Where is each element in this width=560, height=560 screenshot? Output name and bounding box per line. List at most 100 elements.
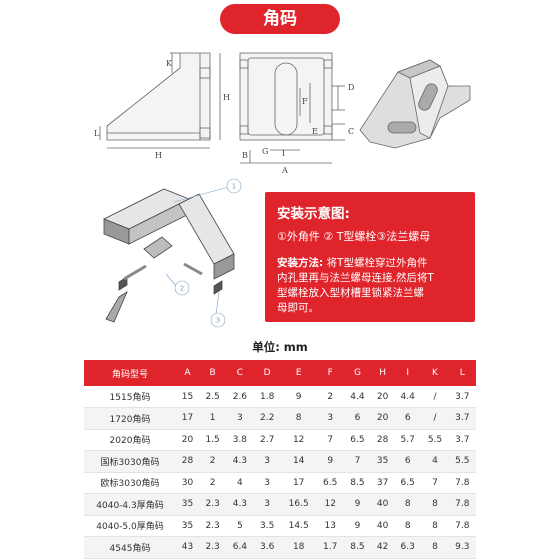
value-cell: 8 <box>421 536 449 559</box>
value-cell: 8 <box>280 407 317 430</box>
value-cell: 2.2 <box>253 407 281 430</box>
value-cell: 35 <box>176 515 199 537</box>
dim-h-bottom: H <box>155 151 162 160</box>
value-cell: 2.3 <box>198 493 227 516</box>
installation-method-line: 型螺栓放入型材槽里锁紧法兰螺 <box>277 287 424 299</box>
value-cell: 8 <box>421 493 449 516</box>
value-cell: 28 <box>176 450 199 473</box>
value-cell: 17 <box>176 407 199 430</box>
unit-label: 单位: mm <box>252 340 308 354</box>
value-cell: 15 <box>176 386 199 408</box>
col-header: B <box>198 360 227 386</box>
value-cell: 6.5 <box>394 472 422 494</box>
value-cell: 3.7 <box>448 386 476 408</box>
value-cell: 2.3 <box>198 515 227 537</box>
value-cell: 7.8 <box>448 472 476 494</box>
value-cell: 14.5 <box>280 515 317 537</box>
col-header: 角码型号 <box>84 360 176 386</box>
col-header: G <box>343 360 372 386</box>
value-cell: 14 <box>280 450 317 473</box>
value-cell: 8 <box>421 515 449 537</box>
value-cell: 9 <box>343 493 372 516</box>
installation-title: 安装示意图: <box>277 206 350 222</box>
value-cell: 4 <box>226 472 254 494</box>
value-cell: 37 <box>371 472 395 494</box>
value-cell: 40 <box>371 493 395 516</box>
value-cell: 5.7 <box>394 429 422 451</box>
value-cell: 3.8 <box>226 429 254 451</box>
col-header: A <box>176 360 199 386</box>
model-cell: 4040-4.3厚角码 <box>84 493 176 516</box>
value-cell: 20 <box>176 429 199 451</box>
value-cell: 3 <box>226 407 254 430</box>
value-cell: 3 <box>253 450 281 473</box>
value-cell: 6 <box>394 450 422 473</box>
value-cell: 12 <box>316 493 344 516</box>
col-header: E <box>280 360 317 386</box>
value-cell: 12 <box>280 429 317 451</box>
value-cell: 3.7 <box>448 407 476 430</box>
value-cell: 40 <box>371 515 395 537</box>
model-cell: 国标3030角码 <box>84 450 176 473</box>
installation-method-line: 内孔里再与法兰螺母连接,然后将T <box>277 272 434 284</box>
value-cell: 28 <box>371 429 395 451</box>
dim-e: E <box>312 127 318 136</box>
value-cell: 5.5 <box>421 429 449 451</box>
dim-g: G <box>262 147 268 156</box>
model-cell: 1515角码 <box>84 386 176 408</box>
technical-drawing: K H L H F E D C B G I A <box>94 52 471 175</box>
value-cell: 4.4 <box>343 386 372 408</box>
value-cell: 8.5 <box>343 536 372 559</box>
value-cell: 2.7 <box>253 429 281 451</box>
value-cell: 35 <box>176 493 199 516</box>
value-cell: 3 <box>253 472 281 494</box>
value-cell: 2 <box>198 472 227 494</box>
installation-panel: 安装示意图: ①外角件 ② T型螺栓③法兰螺母 安装方法: 将T型螺栓穿过外角件… <box>265 192 475 322</box>
value-cell: 9 <box>280 386 317 408</box>
value-cell: 20 <box>371 407 395 430</box>
dim-h-side: H <box>223 93 230 102</box>
value-cell: 9.3 <box>448 536 476 559</box>
value-cell: 3.5 <box>253 515 281 537</box>
dim-l: L <box>94 129 100 138</box>
value-cell: 9 <box>316 450 344 473</box>
value-cell: 3 <box>316 407 344 430</box>
value-cell: 42 <box>371 536 395 559</box>
value-cell: 17 <box>280 472 317 494</box>
col-header: H <box>371 360 395 386</box>
value-cell: 2.6 <box>226 386 254 408</box>
installation-method-label: 安装方法: <box>277 257 324 269</box>
value-cell: 2 <box>198 450 227 473</box>
value-cell: 3 <box>253 493 281 516</box>
value-cell: 7.8 <box>448 515 476 537</box>
value-cell: 2.3 <box>198 536 227 559</box>
callout-1: 1 <box>232 183 236 191</box>
model-cell: 2020角码 <box>84 429 176 451</box>
value-cell: 4 <box>421 450 449 473</box>
value-cell: 4.3 <box>226 493 254 516</box>
value-cell: 5.5 <box>448 450 476 473</box>
value-cell: 4.3 <box>226 450 254 473</box>
col-header: D <box>253 360 281 386</box>
table-header-row: 角码型号 A B C D E F G H I K L <box>84 360 476 386</box>
dim-k: K <box>166 59 173 68</box>
value-cell: 18 <box>280 536 317 559</box>
installation-method-line: 将T型螺栓穿过外角件 <box>323 257 428 269</box>
callout-2: 2 <box>180 285 184 293</box>
value-cell: 2.5 <box>198 386 227 408</box>
dim-b: B <box>242 151 248 160</box>
value-cell: 6 <box>343 407 372 430</box>
value-cell: 6.3 <box>394 536 422 559</box>
value-cell: 3.7 <box>448 429 476 451</box>
model-cell: 欧标3030角码 <box>84 472 176 494</box>
model-cell: 1720角码 <box>84 407 176 430</box>
col-header: K <box>421 360 449 386</box>
dim-i: I <box>282 149 285 158</box>
value-cell: 6.5 <box>343 429 372 451</box>
value-cell: 16.5 <box>280 493 317 516</box>
